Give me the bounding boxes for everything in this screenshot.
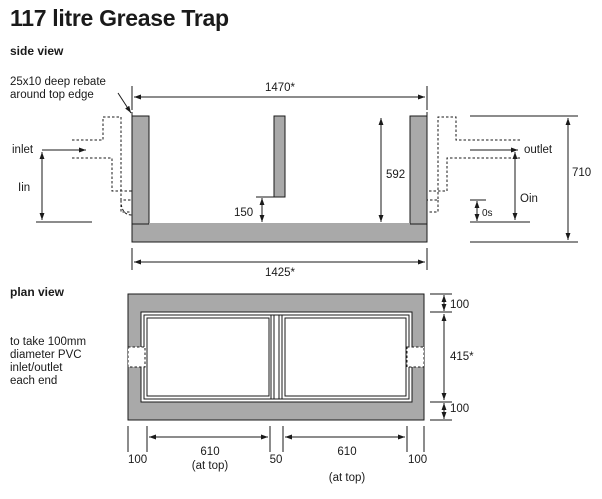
dim-top-length-label: 1470* [265,82,296,94]
dim-chamber2-note: (at top) [329,472,366,484]
side-view-drawing [131,112,428,243]
outlet-pipe-outline [427,116,520,213]
dim-chamber2-label: 610 [337,446,356,458]
dim-chamber1-label: 610 [200,446,219,458]
inlet-pipe-outline [72,116,132,213]
dim-bottom-length-label: 1425* [265,267,296,279]
dim-left-wall-label: 100 [128,454,147,466]
pipe-note-line: to take 100mm [10,336,87,348]
dim-total-height-label: 710 [572,167,591,179]
rebate-note: 25x10 deep rebate around top edge [10,76,106,102]
side-base [131,223,428,243]
outlet-label: outlet [524,144,553,156]
plan-view-heading: plan view [10,285,65,299]
side-right-wall [409,115,428,225]
plan-inlet-stub [127,346,146,368]
rebate-note-line1: 25x10 deep rebate [10,76,106,88]
dim-chamber1-note: (at top) [192,460,229,472]
rebate-note-line2: around top edge [10,89,94,101]
pipe-note: to take 100mm diameter PVC inlet/outlet … [10,336,86,388]
plan-view-drawing [127,293,425,421]
pipe-note-line: each end [10,375,58,387]
plan-chamber-2 [284,317,407,397]
side-view-dimensions [36,86,578,270]
dim-middle-wall-label: 50 [270,454,283,466]
inlet-invert-label: Iin [18,182,30,194]
plan-view-dimensions [127,293,452,452]
rebate-leader [117,92,132,114]
dim-right-top-label: 100 [450,299,469,311]
dim-right-middle-label: 415* [450,351,474,363]
inlet-label: inlet [12,144,34,156]
dim-right-bottom-label: 100 [450,403,469,415]
side-left-wall [131,115,150,225]
dim-right-wall-label: 100 [408,454,427,466]
plan-outlet-stub [406,346,425,368]
dim-baffle-gap-label: 150 [234,207,253,219]
dim-inner-height-label: 592 [386,169,405,181]
offset-label: 0s [482,208,493,219]
pipe-note-line: diameter PVC [10,349,82,361]
side-view-heading: side view [10,44,64,58]
plan-chamber-1 [146,317,270,397]
outlet-invert-label: Oin [520,193,538,205]
pipe-note-line: inlet/outlet [10,362,63,374]
side-baffle [273,115,286,198]
page-title: 117 litre Grease Trap [10,5,229,31]
